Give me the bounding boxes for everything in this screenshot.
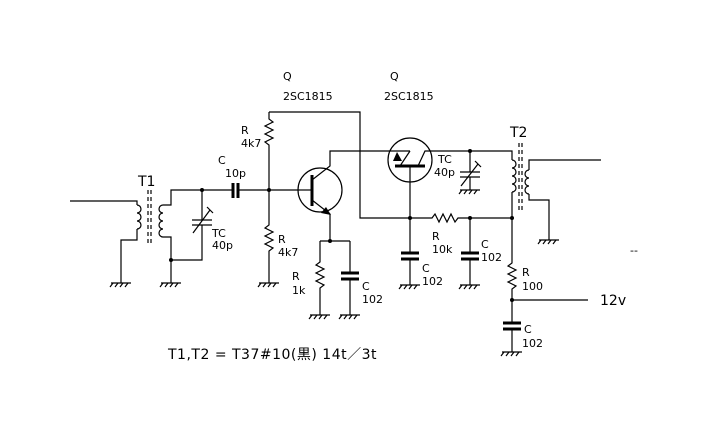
tc2-value-label: 40p — [434, 166, 455, 179]
tc1-ref-label: TC — [211, 227, 226, 240]
t2-primary-coil — [470, 150, 517, 218]
c-coupling-ref-label: C — [218, 154, 226, 167]
c-feed-ref-label: C — [481, 238, 489, 251]
t1-primary-coil — [109, 204, 142, 288]
r-feed-ref-label: R — [432, 230, 440, 243]
r-emitter-ref-label: R — [292, 270, 300, 283]
c-q2-emitter-value-label: 102 — [422, 275, 443, 288]
c-feed-value-label: 102 — [481, 251, 502, 264]
coupling-capacitor — [231, 183, 300, 198]
tc1-value-label: 40p — [212, 239, 233, 252]
tc2-ref-label: TC — [437, 153, 452, 166]
ground-symbol — [338, 314, 361, 320]
t2-secondary-coil — [524, 159, 601, 245]
supply-voltage-label: 12v — [600, 293, 626, 309]
r-emitter-value-label: 1k — [292, 284, 306, 297]
r-supply-resistor — [506, 218, 588, 301]
q2-emitter-capacitor — [398, 218, 421, 290]
junction-dot — [200, 188, 204, 192]
r-supply-ref-label: R — [522, 266, 530, 279]
ground-symbol — [537, 239, 560, 245]
r-feed-resistor — [410, 212, 512, 224]
r-top-resistor — [263, 111, 410, 219]
ground-symbol — [109, 282, 132, 288]
r-bottom-ref-label: R — [278, 233, 286, 246]
input-line — [70, 200, 138, 205]
c-emitter-ref-label: C — [362, 280, 370, 293]
c-q2-emitter-ref-label: C — [422, 262, 430, 275]
c-supply-capacitor — [500, 300, 523, 357]
tc2-trimmer-capacitor — [458, 151, 482, 195]
q2-part-label: 2SC1815 — [384, 90, 434, 103]
r-bottom-value-label: 4k7 — [278, 246, 298, 259]
q2-transistor — [387, 137, 470, 218]
q1-transistor — [297, 150, 410, 241]
r-top-value-label: 4k7 — [241, 137, 261, 150]
junction-dot — [169, 258, 173, 262]
ground-symbol — [458, 189, 481, 195]
r-supply-value-label: 100 — [522, 280, 543, 293]
ground-symbol — [500, 351, 523, 357]
r-bottom-resistor — [257, 190, 280, 288]
c-supply-value-label: 102 — [522, 337, 543, 350]
r-top-ref-label: R — [241, 124, 249, 137]
r-feed-value-label: 10k — [432, 243, 453, 256]
t1-label: T1 — [137, 174, 155, 190]
ground-symbol — [257, 282, 280, 288]
transformer-note: T1,T2 = T37#10(黒) 14t／3t — [167, 347, 377, 363]
ground-symbol — [159, 282, 182, 288]
c-emitter-value-label: 102 — [362, 293, 383, 306]
q2-ref-label: Q — [390, 70, 399, 83]
c-coupling-value-label: 10p — [225, 167, 246, 180]
ground-symbol — [308, 314, 331, 320]
c-feed-capacitor — [458, 218, 481, 290]
ground-symbol — [398, 284, 421, 290]
tc1-trimmer-capacitor — [171, 190, 214, 261]
stray-mark: -- — [630, 244, 638, 257]
c-supply-ref-label: C — [524, 323, 532, 336]
q1-part-label: 2SC1815 — [283, 90, 333, 103]
q1-ref-label: Q — [283, 70, 292, 83]
q1-emitter-network — [308, 239, 361, 320]
t2-label: T2 — [509, 125, 527, 141]
ground-symbol — [458, 284, 481, 290]
